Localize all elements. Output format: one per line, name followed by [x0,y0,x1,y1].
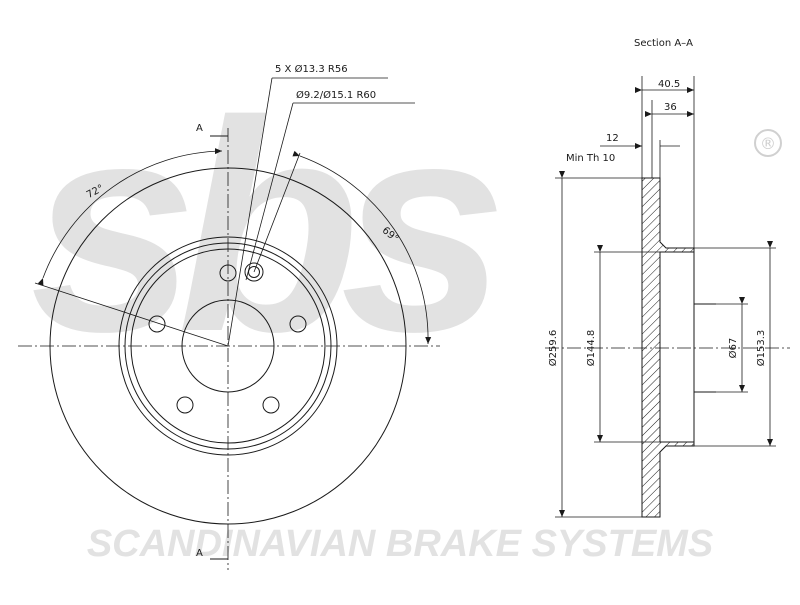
angle-arc-69 [292,150,432,345]
threaded-hole-label: Ø9.2/Ø15.1 R60 [296,89,376,101]
radial-line-72 [34,282,229,347]
section-marker-top: A [196,123,203,134]
registered-mark-letter: ® [760,134,776,153]
disc-thickness-label: 12 [606,133,619,144]
threaded-hole-outer [244,262,264,282]
section-marker-bottom: A [196,548,203,559]
section-title: Section A–A [634,38,693,49]
angle-arc-72 [37,148,223,286]
leader-threaded-hole [245,102,294,281]
bolt-holes-label: 5 X Ø13.3 R56 [275,63,348,75]
watermark-logo-text: sbs [30,58,499,394]
outer-diameter-label: Ø259.6 [547,330,559,367]
radial-line-69 [253,152,301,273]
hat-outer-diameter-label: Ø153.3 [755,330,767,367]
bolt-hole-left [148,315,166,333]
registered-mark: ® [754,129,782,157]
leader-bolt-holes [227,77,273,347]
sbs-watermark-logo: sbs [30,58,519,394]
front-view: A A 5 X Ø13.3 R56 Ø9.2/Ø15.1 R60 72° 69° [18,63,440,570]
brand-tagline: SCANDINAVIAN BRAKE SYSTEMS [87,523,713,565]
disc-cross-section [641,177,695,518]
section-view: Section A–A 40.5 36 12 Min Th 10 Ø259.6 … [545,38,790,518]
bolt-hole-lower-right [262,396,280,414]
hat-width-label: 36 [664,102,677,113]
overall-width-label: 40.5 [658,79,680,90]
bolt-hole-lower-left [176,396,194,414]
hat-inner-diameter-label: Ø144.8 [585,330,597,367]
registered-mark-circle [754,129,782,157]
min-thickness-label: Min Th 10 [566,153,615,164]
center-bore-label: Ø67 [727,338,739,359]
